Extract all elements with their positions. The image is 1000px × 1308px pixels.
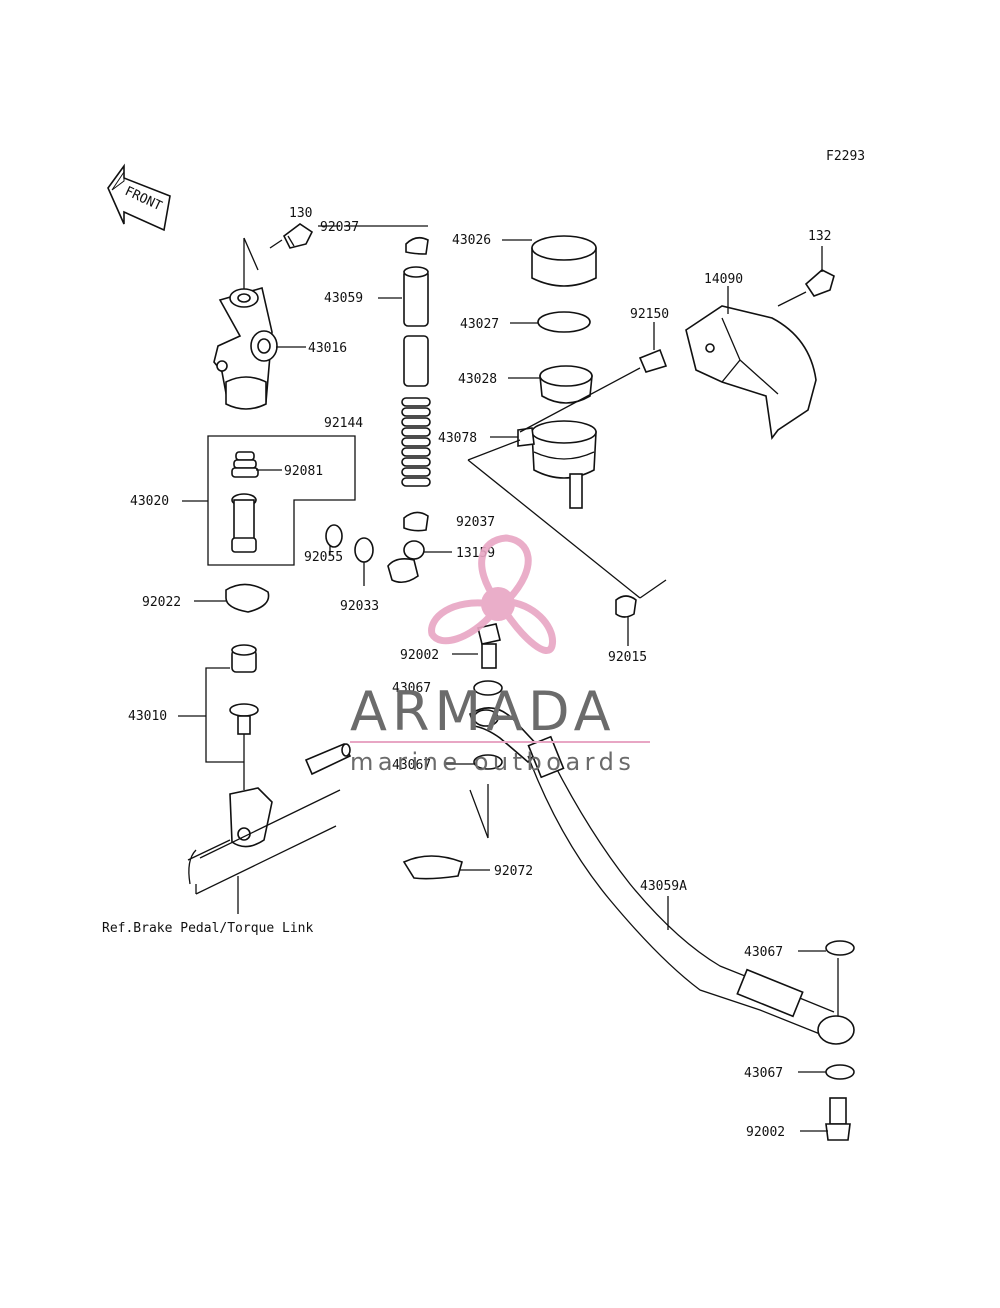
washer-43067-lower (473, 754, 503, 770)
washer-43067-d (825, 1064, 855, 1080)
reservoir-mount-line (519, 367, 641, 433)
label-14090: 14090 (704, 272, 743, 287)
label-92022: 92022 (142, 595, 181, 610)
label-43016: 43016 (308, 341, 347, 356)
pin-line (199, 789, 341, 859)
leader-lines (178, 225, 828, 1132)
bolt-132 (804, 269, 835, 297)
label-43067-lower: 43067 (392, 758, 431, 773)
banjo-bolt-92002-upper (477, 623, 501, 669)
label-92081: 92081 (284, 464, 323, 479)
figure-code: F2293 (826, 149, 865, 164)
master-cylinder-body (213, 237, 278, 410)
push-rod-43010 (187, 644, 352, 885)
plate-43027 (537, 311, 591, 333)
o-ring-92055 (325, 524, 343, 548)
nut-92015 (615, 595, 637, 618)
hose-clamp-92037-top (405, 236, 429, 255)
reservoir-hose-43059 (403, 266, 429, 387)
ref-line (195, 825, 337, 895)
spring-92144 (401, 397, 431, 487)
piston-43020 (231, 493, 257, 553)
front-arrow-icon: FRONT (107, 163, 171, 232)
label-43026: 43026 (452, 233, 491, 248)
label-43067-d: 43067 (744, 1066, 783, 1081)
clamp-92072 (402, 855, 463, 880)
label-132: 132 (808, 229, 831, 244)
label-92072: 92072 (494, 864, 533, 879)
snap-ring-92033 (354, 537, 374, 563)
label-43078: 43078 (438, 431, 477, 446)
label-43028: 43028 (458, 372, 497, 387)
washer-43067-c (825, 940, 855, 956)
label-43059: 43059 (324, 291, 363, 306)
cover-14090 (685, 305, 817, 441)
reference-note: Ref.Brake Pedal/Torque Link (102, 921, 313, 936)
mount-line-c (639, 579, 667, 599)
washer-43067-upper (473, 680, 503, 696)
banjo-fitting (469, 707, 542, 764)
banjo-bolt-130 (269, 223, 314, 249)
label-43059A: 43059A (640, 879, 687, 894)
label-92037-bottom: 92037 (456, 515, 495, 530)
propeller-logo-icon (428, 534, 557, 654)
pushrod-bracket (205, 667, 244, 763)
banjo-bolt-92002-lower (825, 1097, 851, 1141)
label-43067-c: 43067 (744, 945, 783, 960)
piston-spring-92081 (231, 451, 259, 478)
kit-43020-bracket (207, 435, 356, 566)
diaphragm-43028 (539, 365, 593, 404)
reservoir-cap-43026 (531, 235, 597, 287)
label-92015: 92015 (608, 650, 647, 665)
label-92037-top: 92037 (320, 220, 359, 235)
watermark-brand: ARMADA (350, 680, 616, 743)
label-43010: 43010 (128, 709, 167, 724)
label-92033: 92033 (340, 599, 379, 614)
label-92055: 92055 (304, 550, 343, 565)
brake-hose-43059A (527, 735, 855, 1045)
label-92144: 92144 (324, 416, 363, 431)
watermark-tagline: marine outboards (350, 748, 635, 776)
label-43067-upper: 43067 (392, 681, 431, 696)
label-130: 130 (289, 206, 312, 221)
label-92150: 92150 (630, 307, 669, 322)
label-92002-upper: 92002 (400, 648, 439, 663)
label-92002-lower: 92002 (746, 1125, 785, 1140)
circlip-92022 (225, 583, 270, 613)
fitting-13159 (387, 540, 425, 584)
bolt-92150 (638, 348, 668, 373)
reservoir-43078 (517, 420, 597, 509)
hose-clamp-92037-bottom (403, 511, 429, 532)
mount-line-a (467, 439, 521, 461)
label-43027: 43027 (460, 317, 499, 332)
mount-line-b (467, 459, 641, 599)
label-43020: 43020 (130, 494, 169, 509)
